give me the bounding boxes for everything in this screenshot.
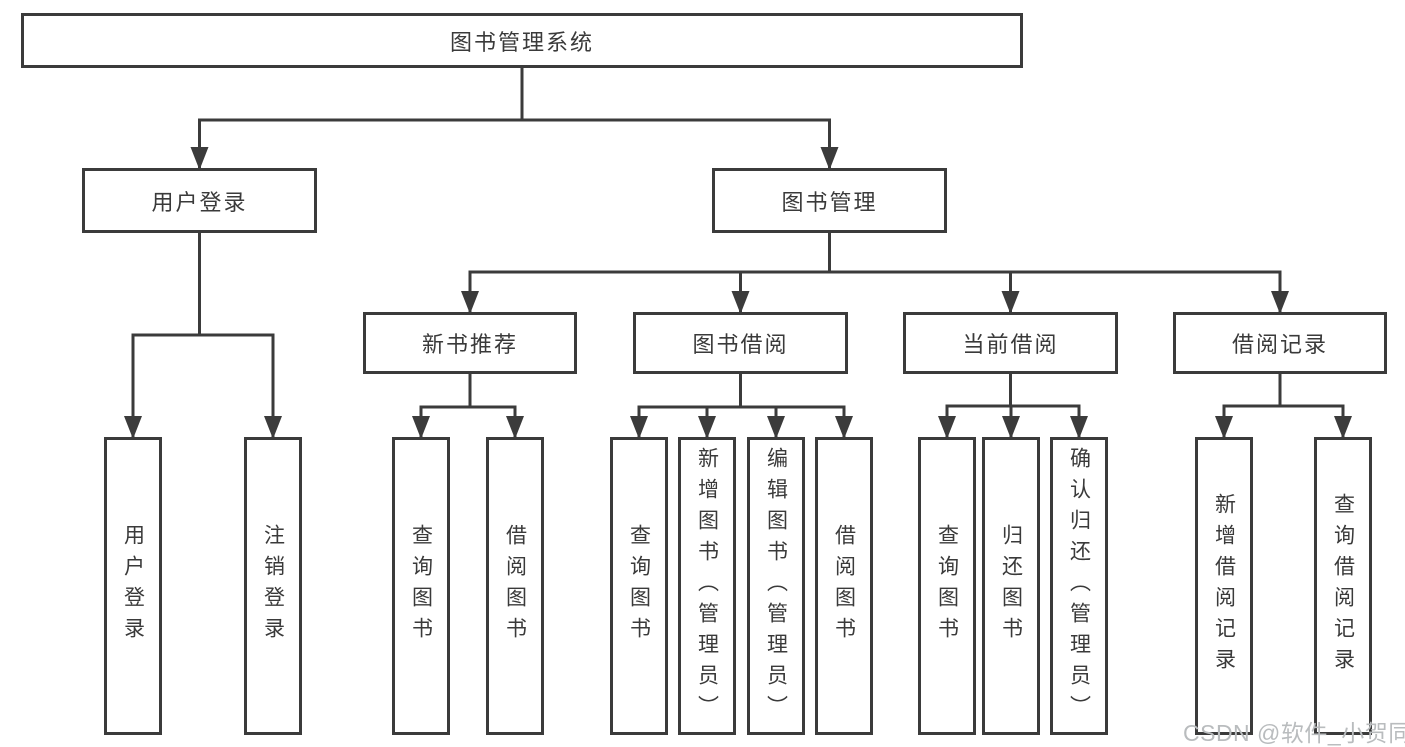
node-book-borrowing: 图书借阅 bbox=[633, 312, 848, 374]
node-borrowing-records-label: 借阅记录 bbox=[1231, 332, 1328, 357]
node-current-borrowing: 当前借阅 bbox=[903, 312, 1118, 374]
node-leaf-query-books-borrowing-label: 查询图书 bbox=[627, 524, 651, 648]
node-leaf-query-borrow-record: 查询借阅记录 bbox=[1314, 437, 1372, 735]
node-leaf-add-books-admin: 新增图书（管理员） bbox=[678, 437, 736, 735]
csdn-watermark: CSDN @软件_小贺同学 bbox=[1183, 720, 1405, 746]
node-user-login-label: 用户登录 bbox=[151, 189, 248, 215]
node-leaf-return-books-label: 归还图书 bbox=[999, 524, 1023, 648]
node-current-borrowing-label: 当前借阅 bbox=[962, 332, 1059, 357]
node-new-book-recommend-label: 新书推荐 bbox=[421, 332, 518, 357]
node-book-management-label: 图书管理 bbox=[781, 189, 878, 215]
node-leaf-edit-books-admin-label: 编辑图书（管理员） bbox=[764, 446, 788, 726]
node-leaf-add-borrow-record: 新增借阅记录 bbox=[1195, 437, 1253, 735]
node-leaf-user-login: 用户登录 bbox=[104, 437, 162, 735]
node-root: 图书管理系统 bbox=[21, 13, 1023, 68]
node-leaf-borrow-books-borrowing-label: 借阅图书 bbox=[832, 524, 856, 648]
node-leaf-confirm-return-admin: 确认归还（管理员） bbox=[1050, 437, 1108, 735]
node-leaf-confirm-return-admin-label: 确认归还（管理员） bbox=[1067, 446, 1091, 726]
node-leaf-logout: 注销登录 bbox=[244, 437, 302, 735]
node-leaf-add-books-admin-label: 新增图书（管理员） bbox=[695, 446, 719, 726]
node-leaf-borrow-books-borrowing: 借阅图书 bbox=[815, 437, 873, 735]
node-leaf-user-login-label: 用户登录 bbox=[121, 524, 145, 648]
node-leaf-query-books-recommend-label: 查询图书 bbox=[409, 524, 433, 648]
node-book-borrowing-label: 图书借阅 bbox=[692, 332, 789, 357]
node-leaf-edit-books-admin: 编辑图书（管理员） bbox=[747, 437, 805, 735]
node-user-login: 用户登录 bbox=[82, 168, 317, 233]
node-leaf-query-books-recommend: 查询图书 bbox=[392, 437, 450, 735]
node-leaf-logout-label: 注销登录 bbox=[261, 524, 285, 648]
node-book-management: 图书管理 bbox=[712, 168, 947, 233]
node-leaf-return-books: 归还图书 bbox=[982, 437, 1040, 735]
node-leaf-add-borrow-record-label: 新增借阅记录 bbox=[1212, 493, 1236, 679]
node-leaf-query-books-borrowing: 查询图书 bbox=[610, 437, 668, 735]
node-leaf-query-borrow-record-label: 查询借阅记录 bbox=[1331, 493, 1355, 679]
node-leaf-borrow-books-recommend-label: 借阅图书 bbox=[503, 524, 527, 648]
node-root-label: 图书管理系统 bbox=[449, 29, 594, 55]
node-leaf-query-books-current-label: 查询图书 bbox=[935, 524, 959, 648]
node-new-book-recommend: 新书推荐 bbox=[363, 312, 577, 374]
node-borrowing-records: 借阅记录 bbox=[1173, 312, 1387, 374]
node-leaf-borrow-books-recommend: 借阅图书 bbox=[486, 437, 544, 735]
node-leaf-query-books-current: 查询图书 bbox=[918, 437, 976, 735]
